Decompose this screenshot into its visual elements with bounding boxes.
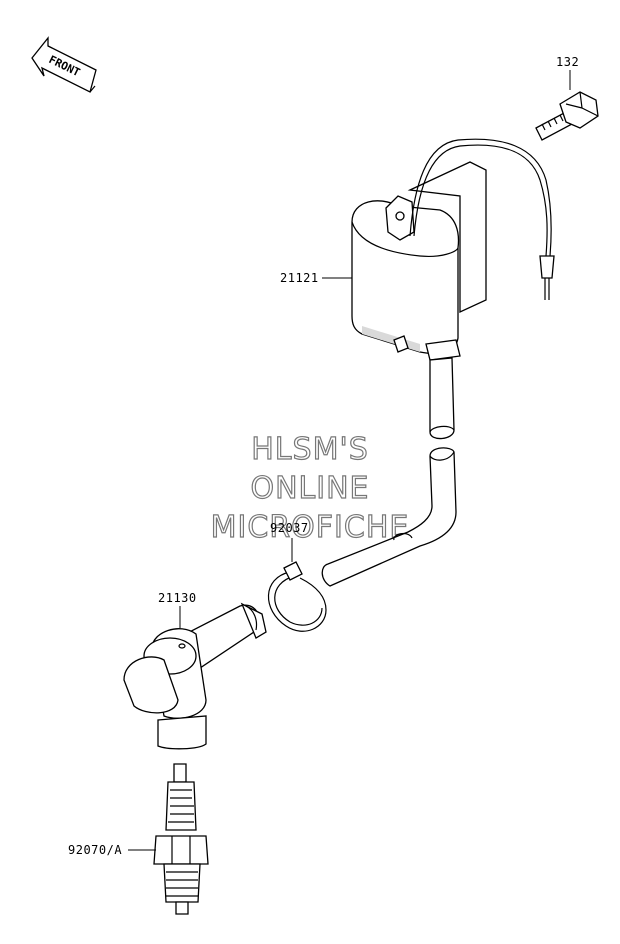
ht-lead xyxy=(321,357,457,587)
part-number-21130: 21130 xyxy=(158,591,197,605)
watermark-line-3: MICROFICHE xyxy=(211,510,410,545)
watermark-line-2: ONLINE xyxy=(250,471,369,506)
part-number-92070-a: 92070/A xyxy=(68,843,122,857)
clamp-part xyxy=(267,561,327,632)
label-92037: 92037 xyxy=(270,521,309,562)
part-number-92037: 92037 xyxy=(270,521,309,535)
watermark-line-1: HLSM'S xyxy=(251,432,369,467)
watermark: HLSM'S ONLINE MICROFICHE xyxy=(210,431,410,545)
front-arrow-icon: FRONT xyxy=(31,36,97,93)
label-92070-a: 92070/A xyxy=(68,843,156,857)
label-21121: 21121 xyxy=(280,271,352,285)
bolt-part xyxy=(535,91,599,141)
ignition-coil-part xyxy=(351,138,555,361)
label-132: 132 xyxy=(556,55,579,90)
spark-plug-part xyxy=(153,763,209,915)
label-21130: 21130 xyxy=(158,591,197,628)
part-number-21121: 21121 xyxy=(280,271,319,285)
part-number-132: 132 xyxy=(556,55,579,69)
spark-plug-cap-part xyxy=(123,602,267,750)
